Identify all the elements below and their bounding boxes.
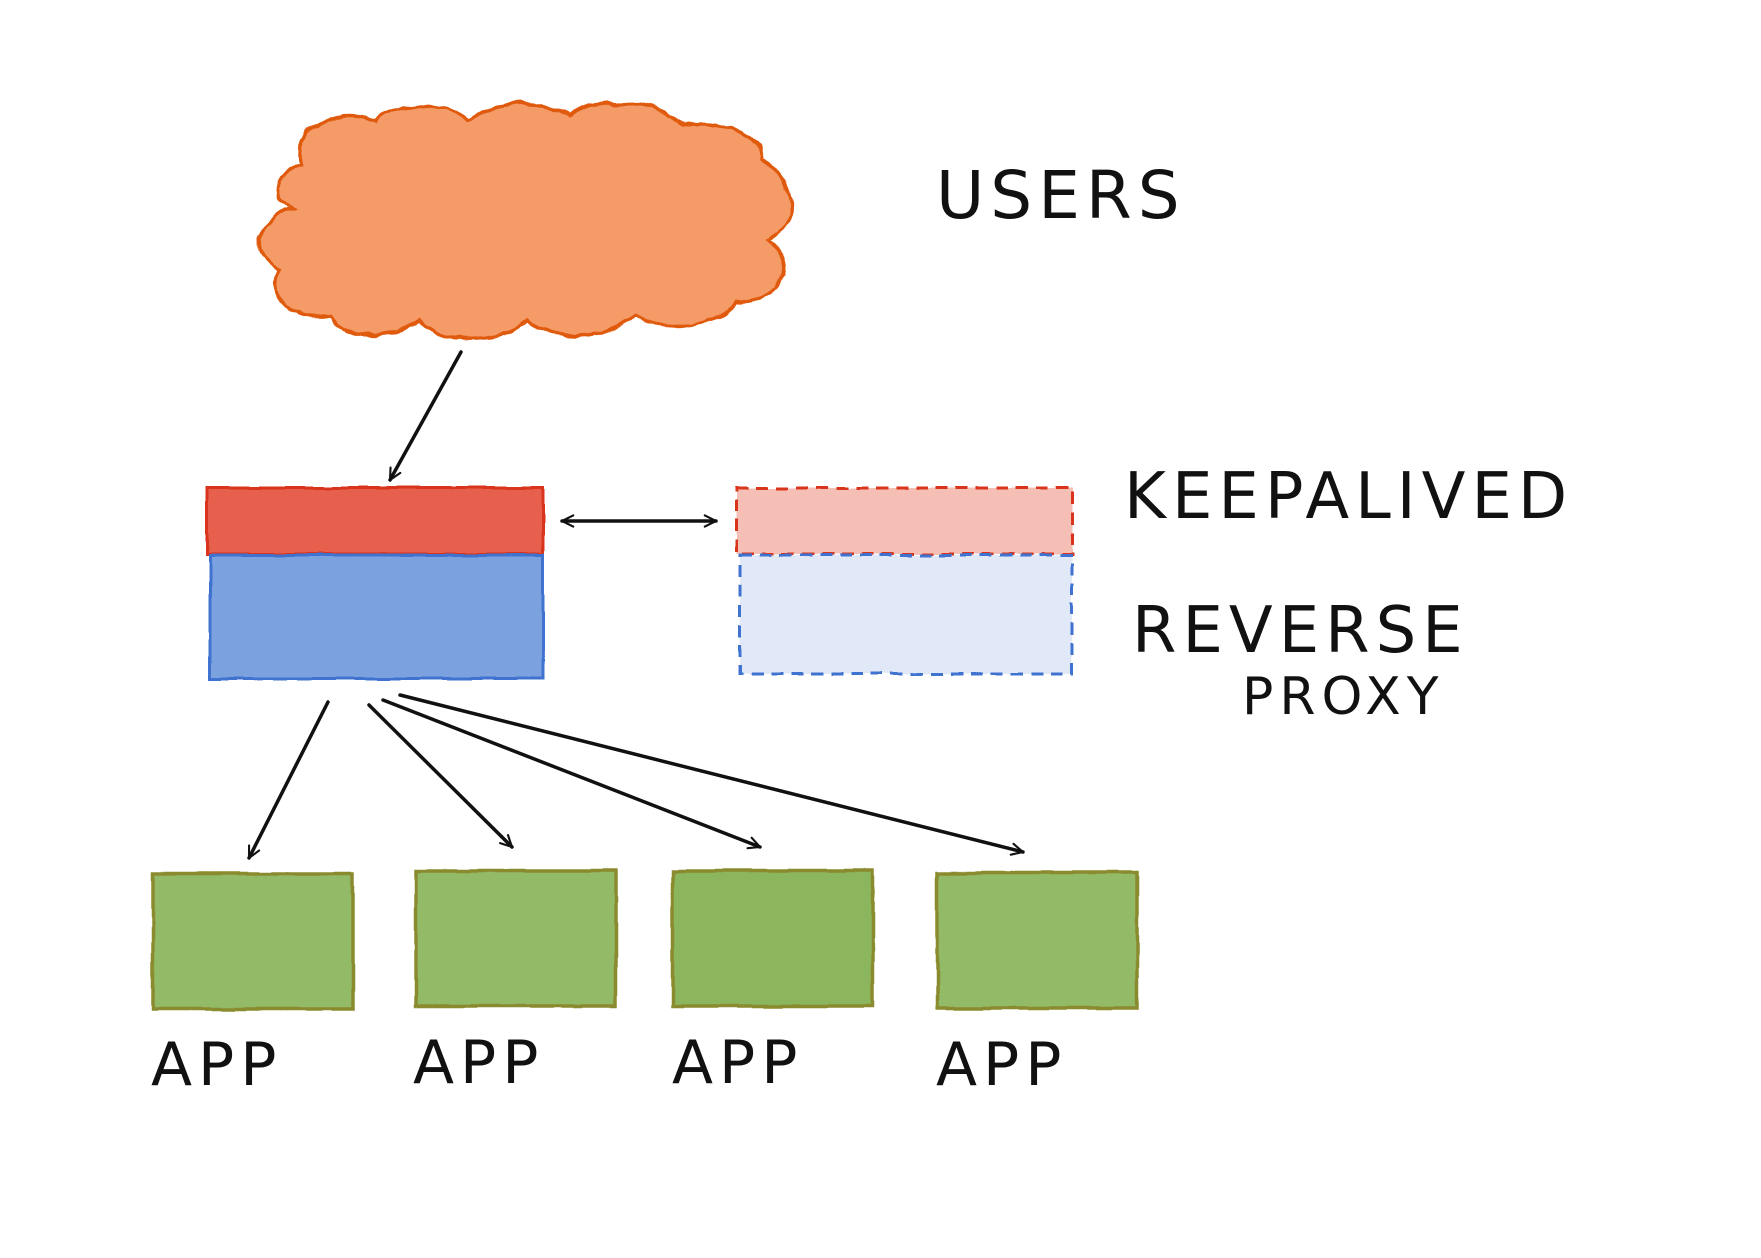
- keepalived-backup: [734, 486, 1074, 556]
- app-label-3: APP: [672, 1028, 803, 1098]
- reverse-label: REVERSE: [1132, 594, 1469, 668]
- reverse-proxy-primary: [208, 553, 545, 681]
- keepalived-label: KEEPALIVED: [1124, 460, 1573, 534]
- app-label-1: APP: [151, 1030, 282, 1100]
- app-label-2: APP: [413, 1028, 544, 1098]
- keepalived-primary: [205, 486, 545, 556]
- users-node: [258, 100, 794, 341]
- app-box: [935, 871, 1139, 1010]
- arrow-proxy-to-app-3: [381, 698, 762, 850]
- cloud-icon: [258, 100, 794, 341]
- app-box: [671, 869, 875, 1008]
- app-box: [151, 872, 355, 1011]
- app-node-4: [935, 871, 1139, 1010]
- app-node-2: [414, 869, 618, 1008]
- primary-proxy-node: [205, 486, 545, 681]
- users-label: USERS: [936, 157, 1186, 234]
- proxy-label: PROXY: [1242, 667, 1444, 727]
- app-node-1: [151, 872, 355, 1011]
- app-box: [414, 869, 618, 1008]
- backup-proxy-node: [734, 486, 1074, 676]
- arrow-proxy-to-app-1: [247, 700, 330, 860]
- arrow-proxy-to-app-4: [398, 693, 1025, 856]
- arrow-users-to-proxy: [388, 350, 463, 482]
- reverse-proxy-backup: [738, 553, 1074, 676]
- arrow-proxy-to-app-2: [367, 703, 514, 849]
- app-node-3: [671, 869, 875, 1008]
- app-label-4: APP: [936, 1030, 1067, 1100]
